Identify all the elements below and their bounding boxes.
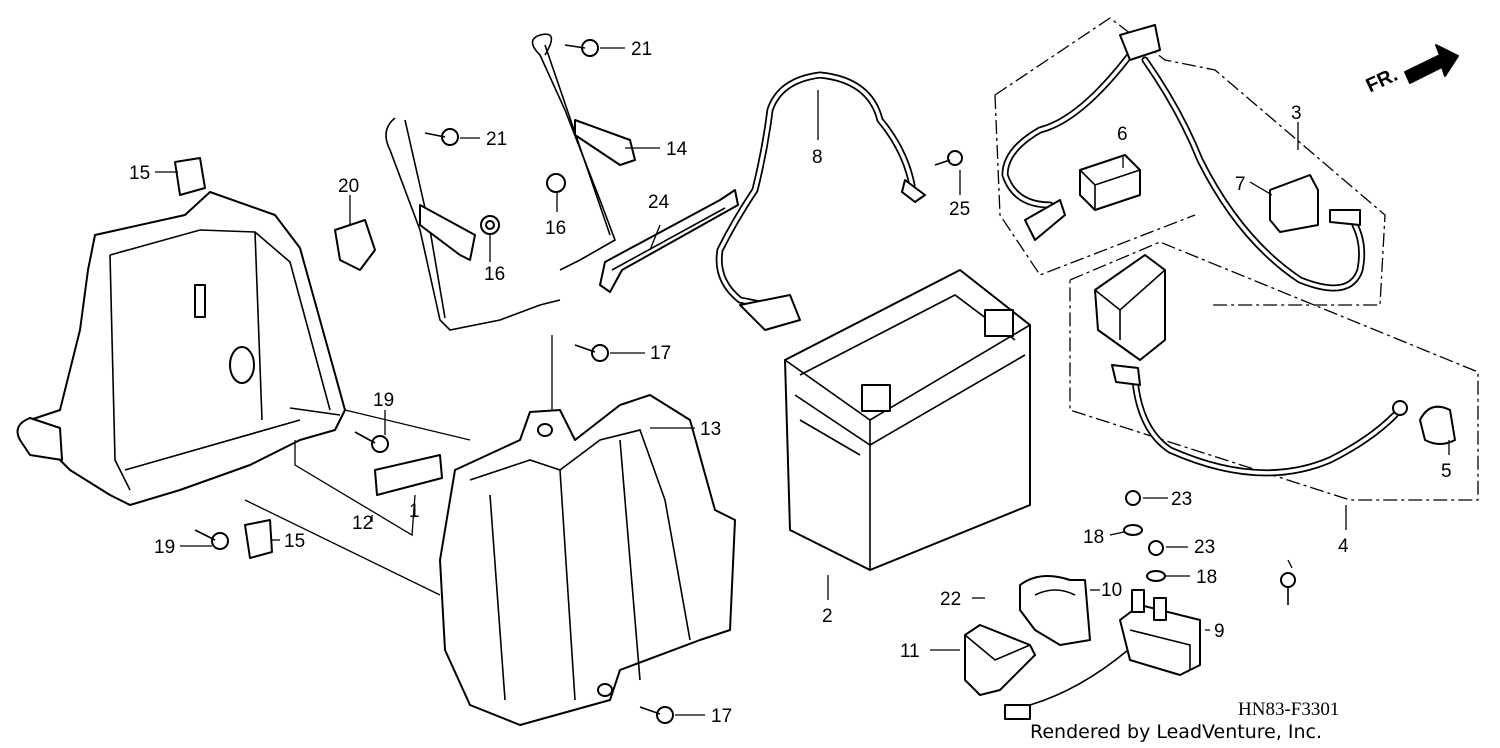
- front-direction-label: FR.: [1363, 64, 1401, 98]
- callout-16-right: 16: [545, 218, 566, 239]
- leader-lines: [155, 47, 1450, 716]
- callout-10: 10: [1101, 580, 1122, 601]
- callout-11: 11: [900, 641, 920, 662]
- callout-15-bottom: 15: [284, 531, 305, 552]
- callout-numbers: 1 2 3 4 5 6 7 8 9 10 11 12 13 14 15 15 1…: [129, 39, 1452, 727]
- callout-23-top: 23: [1171, 489, 1192, 510]
- front-direction-indicator: FR.: [1363, 44, 1459, 98]
- battery-box: [16, 191, 346, 506]
- harness-group: [994, 17, 1386, 306]
- callout-20: 20: [338, 176, 359, 197]
- callout-2: 2: [822, 606, 833, 627]
- callout-16-left: 16: [484, 264, 505, 285]
- callout-3: 3: [1291, 103, 1302, 124]
- render-credit: Rendered by LeadVenture, Inc.: [1030, 721, 1322, 743]
- holder-band: [385, 33, 636, 331]
- callout-18-right: 18: [1196, 567, 1217, 588]
- callout-19-top: 19: [373, 390, 394, 411]
- callout-7: 7: [1235, 174, 1246, 195]
- callout-21-top: 21: [631, 39, 652, 60]
- callout-19-bottom: 19: [154, 537, 175, 558]
- callout-22: 22: [940, 589, 961, 610]
- relay-case: [1019, 575, 1091, 646]
- front-arrow-icon: [1404, 44, 1459, 84]
- hardware: [174, 39, 1296, 724]
- starter-relay: [1004, 589, 1201, 720]
- negative-cable: [715, 71, 926, 331]
- battery-cover: [439, 394, 736, 726]
- callout-1: 1: [409, 501, 420, 522]
- drawing-code: HN83-F3301: [1238, 699, 1339, 720]
- callout-8: 8: [812, 147, 823, 168]
- callout-17-top: 17: [650, 343, 671, 364]
- callout-15-top: 15: [129, 163, 150, 184]
- battery-strap: [599, 189, 739, 293]
- callout-21-middle: 21: [486, 129, 507, 150]
- positive-cable-group: [1069, 241, 1479, 501]
- relay-bracket: [964, 624, 1036, 696]
- callout-24: 24: [648, 192, 670, 213]
- battery: [784, 269, 1031, 571]
- callout-12: 12: [352, 513, 373, 534]
- callout-23-bottom: 23: [1194, 537, 1215, 558]
- callout-6: 6: [1117, 124, 1128, 145]
- callout-5: 5: [1441, 461, 1452, 482]
- callout-18-left: 18: [1083, 527, 1104, 548]
- callout-25: 25: [949, 199, 970, 220]
- callout-9: 9: [1214, 621, 1225, 642]
- callout-17-bottom: 17: [711, 706, 732, 727]
- callout-4: 4: [1338, 536, 1349, 557]
- callout-14: 14: [666, 139, 688, 160]
- callout-13: 13: [700, 419, 721, 440]
